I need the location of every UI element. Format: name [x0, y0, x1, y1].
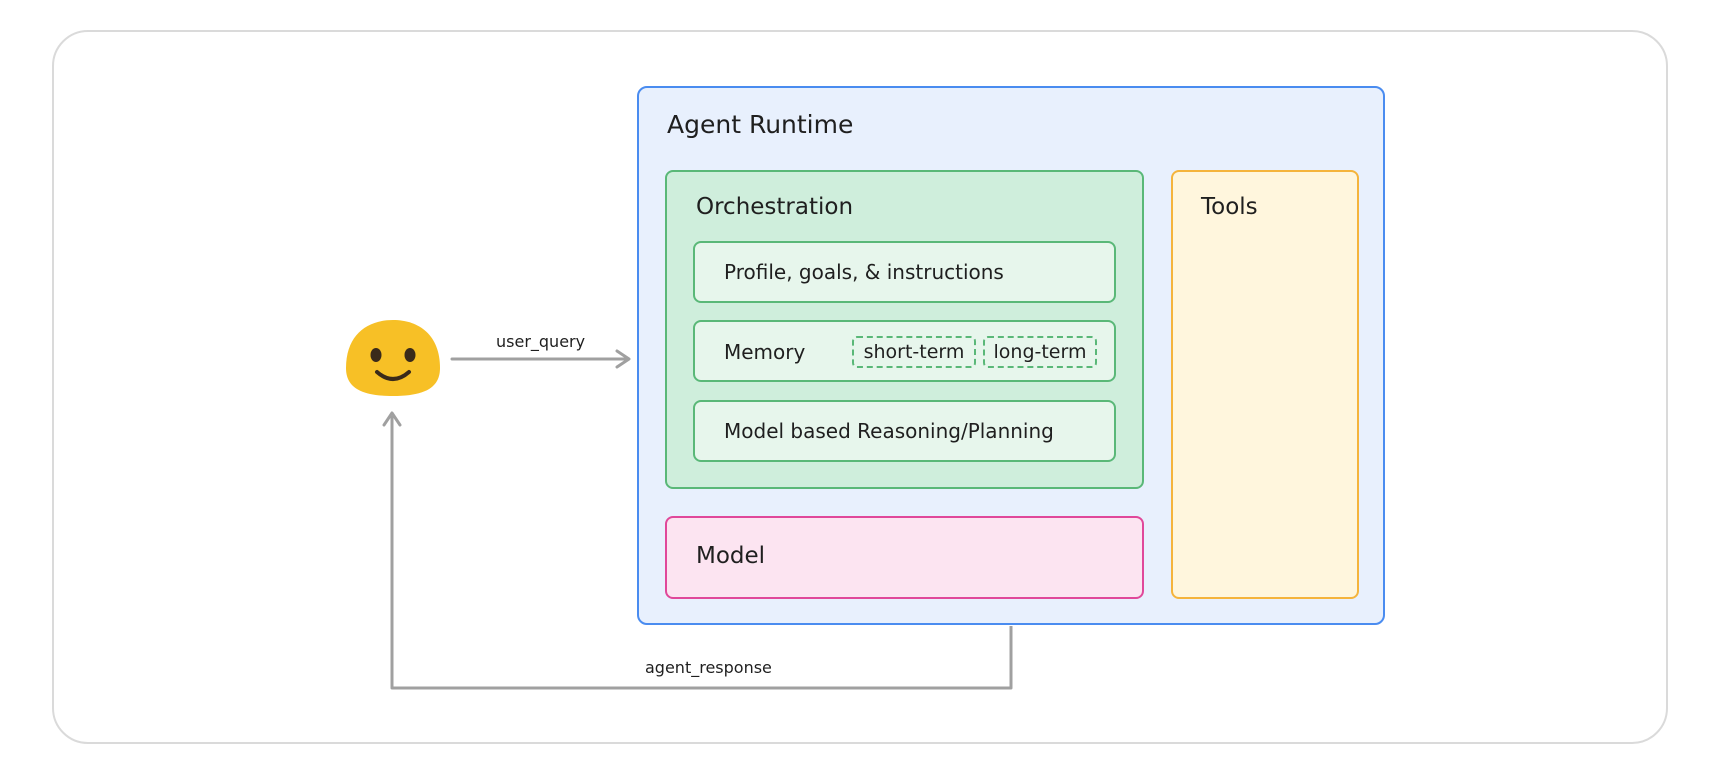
agent-runtime-title: Agent Runtime: [667, 110, 854, 139]
memory-label: Memory: [724, 340, 806, 364]
agent-response-label: agent_response: [645, 658, 772, 677]
agent-response-arrow: [382, 411, 1013, 690]
model-box: [665, 516, 1144, 599]
reasoning-box: [693, 400, 1116, 462]
reasoning-label: Model based Reasoning/Planning: [724, 419, 1054, 443]
memory-box: [693, 320, 1116, 382]
tools-box: [1171, 170, 1359, 599]
smiley-face-icon: [346, 320, 440, 396]
short-term-memory-chip: short-term: [852, 336, 976, 368]
profile-label: Profile, goals, & instructions: [724, 260, 1004, 284]
user-query-label: user_query: [496, 332, 586, 351]
model-title: Model: [696, 543, 766, 569]
user-query-arrow: [450, 349, 631, 369]
tools-title: Tools: [1201, 194, 1258, 220]
profile-box: [693, 241, 1116, 303]
orchestration-title: Orchestration: [696, 194, 854, 220]
long-term-memory-chip: long-term: [983, 336, 1097, 368]
